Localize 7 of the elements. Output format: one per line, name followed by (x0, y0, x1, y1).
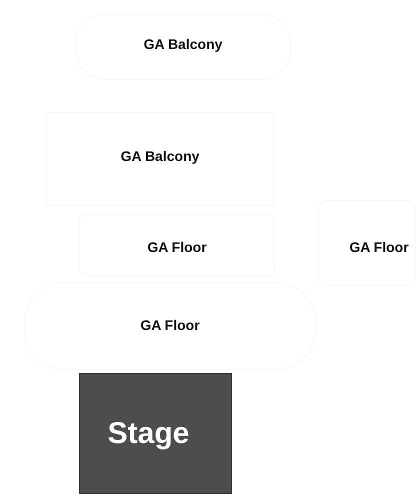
section-label: GA Floor (348, 238, 409, 255)
section-label: GA Balcony (120, 148, 200, 166)
section-label: GA Floor (147, 238, 207, 255)
section-label: GA Floor (140, 317, 200, 335)
stage-label: Stage (108, 416, 190, 450)
section-label: GA Balcony (144, 35, 222, 52)
stage-block (79, 373, 232, 494)
